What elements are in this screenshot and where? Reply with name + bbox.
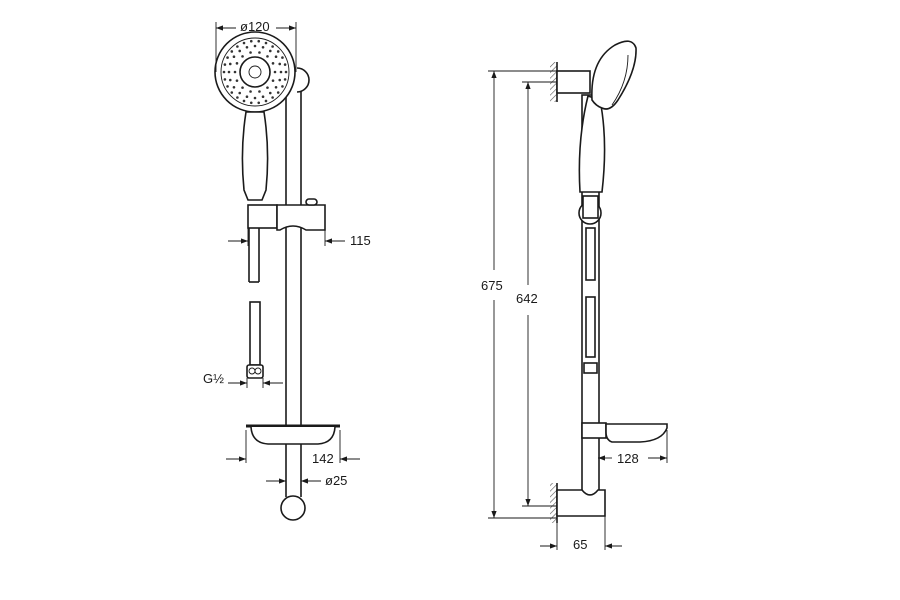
nozzle-dot: [274, 55, 278, 59]
nozzle-pattern: [222, 39, 288, 105]
nozzle-dot: [279, 70, 283, 74]
shower-handle: [241, 111, 269, 201]
dim-label: 675: [481, 278, 503, 293]
nozzle-dot: [249, 90, 252, 93]
soap-dish: [246, 424, 340, 445]
shower-head: [214, 31, 296, 113]
nozzle-dot: [258, 90, 261, 93]
nozzle-dot: [222, 70, 226, 74]
nozzle-dot: [268, 49, 272, 53]
nozzle-dot: [264, 99, 268, 103]
nozzle-dot: [235, 79, 239, 82]
nozzle-dot: [249, 51, 252, 54]
dim-label: G½: [203, 371, 224, 386]
dim-label: 115: [350, 233, 371, 248]
dim-label: 65: [573, 537, 587, 552]
soap-dish-side: [581, 422, 668, 443]
nozzle-dot: [238, 49, 242, 53]
nozzle-dot: [281, 56, 284, 59]
nozzle-dot: [236, 45, 239, 48]
nozzle-dot: [258, 51, 261, 54]
nozzle-dot: [245, 95, 249, 99]
nozzle-dot: [228, 62, 232, 66]
nozzle-dot: [276, 91, 280, 94]
dim-thread: G½: [203, 371, 283, 388]
nozzle-dot: [271, 79, 275, 82]
dim-rail-diameter: ø25: [266, 473, 347, 488]
nozzle-dot: [276, 50, 280, 53]
nozzle-dot: [241, 86, 244, 89]
nozzle-dot: [264, 41, 268, 45]
rail-end-cap: [280, 495, 306, 521]
nozzle-dot: [230, 50, 234, 53]
nozzle-dot: [271, 96, 274, 99]
dim-label: 142: [312, 451, 334, 466]
nozzle-dot: [261, 45, 265, 49]
nozzle-dot: [249, 101, 253, 105]
wall-hatch-bottom: [550, 483, 557, 523]
hose: [246, 228, 264, 379]
side-view: 675 642 128 65: [481, 40, 668, 552]
dim-holder-offset: 115: [228, 228, 371, 248]
nozzle-dot: [266, 86, 269, 89]
nozzle-dot: [226, 56, 229, 59]
dim-overall-height: 675: [481, 70, 557, 519]
nozzle-dot: [261, 95, 265, 99]
nozzle-dot: [227, 70, 231, 74]
nozzle-dot: [238, 91, 242, 95]
nozzle-dot: [228, 78, 232, 82]
nozzle-dot: [241, 55, 244, 58]
dim-wall-projection: 65: [540, 516, 622, 552]
nozzle-dot: [281, 85, 284, 88]
nozzle-dot: [274, 85, 278, 89]
nozzle-dot: [278, 62, 282, 66]
nozzle-dot: [235, 62, 239, 65]
nozzle-dot: [242, 99, 246, 103]
nozzle-dot: [245, 45, 249, 49]
nozzle-dot: [223, 63, 227, 66]
nozzle-dot: [242, 41, 246, 45]
nozzle-dot: [230, 91, 234, 94]
slide-rail: [280, 67, 310, 521]
hose-nut-side: [583, 362, 598, 374]
nozzle-dot: [253, 96, 257, 100]
dim-label: ø25: [325, 473, 347, 488]
nozzle-dot: [283, 78, 287, 81]
dim-label: 642: [516, 291, 538, 306]
dim-dish-width: 142: [226, 430, 360, 466]
bottom-wall-bracket: [556, 489, 606, 517]
dim-bracket-spacing: 642: [516, 81, 557, 507]
nozzle-dot: [233, 70, 237, 74]
nozzle-dot: [249, 39, 253, 43]
dim-label: 128: [617, 451, 639, 466]
nozzle-dot: [232, 85, 236, 89]
nozzle-dot: [271, 45, 274, 48]
slider-holder: [247, 198, 326, 231]
shower-handle-side: [578, 94, 606, 193]
top-wall-bracket: [556, 70, 591, 94]
nozzle-dot: [236, 96, 239, 99]
nozzle-dot: [273, 70, 277, 74]
nozzle-dot: [223, 78, 227, 81]
front-view: ø120 115 G½ 142 ø2: [203, 19, 371, 521]
nozzle-dot: [278, 78, 282, 82]
nozzle-dot: [268, 91, 272, 95]
nozzle-dot: [253, 44, 257, 48]
nozzle-dot: [257, 101, 261, 105]
dim-dish-depth: 128: [598, 430, 668, 466]
shower-head-side: [591, 40, 637, 110]
nozzle-dot: [271, 62, 275, 65]
top-hook: [296, 67, 310, 93]
slider-button: [305, 198, 318, 206]
nozzle-dot: [284, 70, 288, 74]
nozzle-dot: [226, 85, 229, 88]
dim-head-diameter: ø120: [215, 19, 297, 72]
nozzle-dot: [232, 55, 236, 59]
nozzle-dot: [257, 39, 261, 43]
dim-label: ø120: [240, 19, 270, 34]
nozzle-dot: [283, 63, 287, 66]
nozzle-dot: [266, 55, 269, 58]
